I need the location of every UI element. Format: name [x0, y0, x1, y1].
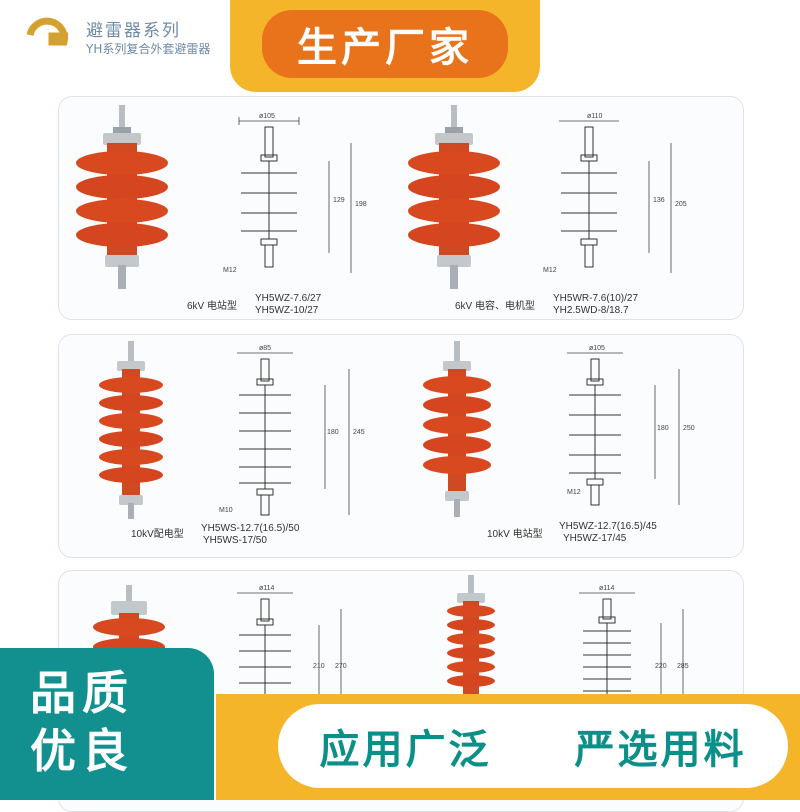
dimension-drawing	[237, 592, 342, 699]
arrester-photo	[423, 341, 491, 517]
quality-line-1: 品质	[30, 666, 134, 720]
dimension-diameter: ø85	[259, 345, 272, 352]
feature-text-1: 应用广泛	[319, 727, 492, 773]
product-panel-2: ø85 180 245 M10 10kV配电型 YH5WS-12.7(16.5)…	[58, 334, 744, 558]
dimension-drawing	[237, 352, 350, 516]
dimension-drawing	[579, 592, 684, 699]
quality-badge-text: 品质 优良	[30, 664, 134, 780]
dimension-diameter: ø110	[587, 113, 603, 120]
model-label-2: YH5WZ-10/27	[255, 305, 319, 316]
dimension-drawing	[559, 120, 672, 273]
model-label-2: YH2.5WD-8/18.7	[553, 305, 629, 316]
dimension-diameter: ø114	[599, 585, 615, 592]
dimension-height-2: 245	[353, 429, 365, 436]
model-label-1: YH5WS-12.7(16.5)/50	[201, 523, 300, 534]
model-label-2: YH5WS-17/50	[203, 535, 267, 546]
arrester-photo	[76, 105, 168, 289]
thread-label: M12	[567, 489, 581, 496]
dimension-drawing	[567, 352, 680, 506]
model-label-2: YH5WZ-17/45	[563, 533, 627, 544]
dimension-height-2: 198	[355, 201, 367, 208]
model-label-1: YH5WZ-7.6/27	[255, 293, 322, 304]
arrester-photo	[447, 575, 495, 695]
dimension-height-2: 205	[675, 201, 687, 208]
model-label-1: YH5WR-7.6(10)/27	[553, 293, 639, 304]
type-label: 10kV配电型	[131, 529, 184, 540]
thread-label: M12	[223, 267, 237, 274]
dimension-height-2: 285	[677, 663, 689, 670]
thread-label: M10	[219, 507, 233, 514]
arrester-photo	[408, 105, 500, 289]
type-label: 6kV 电容、电机型	[455, 301, 536, 312]
dimension-drawing	[238, 117, 352, 273]
dimension-height-1: 129	[333, 197, 345, 204]
type-label: 10kV 电站型	[487, 529, 543, 540]
feature-text-2: 严选用料	[574, 727, 747, 773]
dimension-height-1: 180	[657, 425, 669, 432]
brand-logo-icon	[26, 17, 68, 46]
model-label-1: YH5WZ-12.7(16.5)/45	[559, 521, 657, 532]
dimension-diameter: ø105	[259, 113, 275, 120]
dimension-height-1: 210	[313, 663, 325, 670]
footer-feature-banner: 应用广泛 严选用料	[278, 704, 788, 788]
dimension-height-1: 136	[653, 197, 665, 204]
dimension-height-2: 270	[335, 663, 347, 670]
type-label: 6kV 电站型	[187, 301, 238, 312]
brand-title: 避雷器系列	[86, 21, 181, 41]
thread-label: M12	[543, 267, 557, 274]
dimension-height-1: 180	[327, 429, 339, 436]
brand-subtitle: YH系列复合外套避雷器	[86, 42, 211, 56]
arrester-photo	[99, 341, 163, 519]
dimension-diameter: ø114	[259, 585, 275, 592]
quality-line-2: 优良	[30, 724, 134, 778]
banner-title: 生产厂家	[262, 10, 508, 78]
dimension-height-1: 220	[655, 663, 667, 670]
dimension-height-2: 250	[683, 425, 695, 432]
quality-badge	[0, 648, 214, 800]
product-panel-1: ø105 129 198 M12 6kV 电站型 YH5WZ-7.6/27 YH…	[58, 96, 744, 320]
dimension-diameter: ø105	[589, 345, 605, 352]
